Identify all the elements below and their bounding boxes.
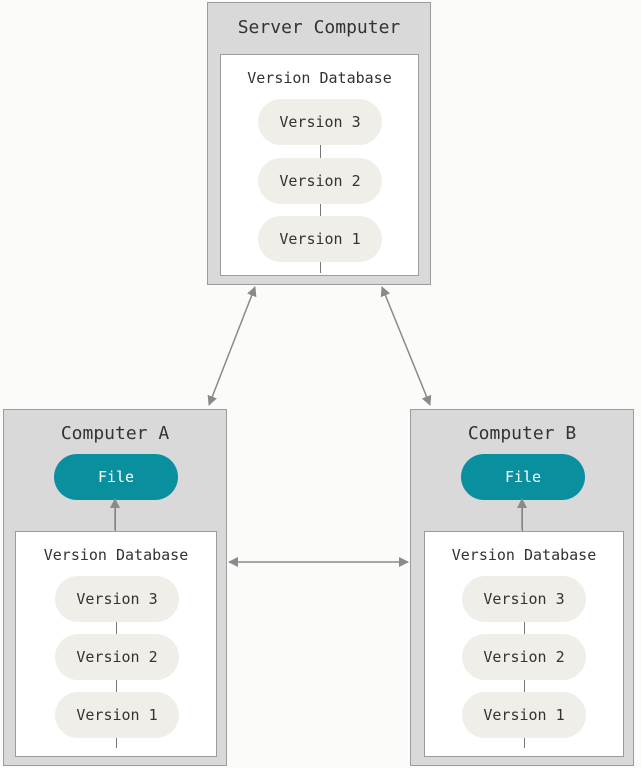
- server-version-connector: [320, 145, 321, 273]
- server-database-title: Version Database: [247, 69, 392, 87]
- computer-b-database-title: Version Database: [451, 546, 597, 564]
- computer-a-version-database: Version Database Version 3 Version 2 Ver…: [15, 531, 217, 757]
- computer-b-file: File: [461, 454, 585, 500]
- computer-a: Computer A File Version Database Version…: [3, 409, 227, 766]
- computer-a-version-2: Version 2: [55, 634, 179, 680]
- computer-a-file-connector: [115, 500, 116, 532]
- server-version-3: Version 3: [258, 99, 382, 145]
- computer-b-version-connector: [524, 620, 525, 748]
- server-computer-title: Server Computer: [237, 17, 401, 38]
- computer-b: Computer B File Version Database Version…: [410, 409, 634, 766]
- arrow-server-computer-b: [380, 286, 432, 406]
- computer-b-file-connector: [522, 500, 523, 532]
- computer-b-version-1: Version 1: [462, 692, 586, 738]
- computer-b-version-database: Version Database Version 3 Version 2 Ver…: [424, 531, 624, 757]
- server-version-2: Version 2: [258, 158, 382, 204]
- computer-a-file: File: [54, 454, 178, 500]
- computer-a-version-connector: [116, 620, 117, 748]
- server-computer: Server Computer Version Database Version…: [207, 2, 431, 285]
- computer-a-version-1: Version 1: [55, 692, 179, 738]
- computer-b-title: Computer B: [467, 423, 577, 444]
- arrow-server-computer-a: [207, 286, 257, 406]
- computer-b-version-2: Version 2: [462, 634, 586, 680]
- server-version-1: Version 1: [258, 216, 382, 262]
- computer-a-database-title: Version Database: [43, 546, 189, 564]
- computer-a-title: Computer A: [60, 423, 170, 444]
- computer-b-version-3: Version 3: [462, 576, 586, 622]
- server-version-database: Version Database Version 3 Version 2 Ver…: [220, 54, 419, 276]
- computer-a-version-3: Version 3: [55, 576, 179, 622]
